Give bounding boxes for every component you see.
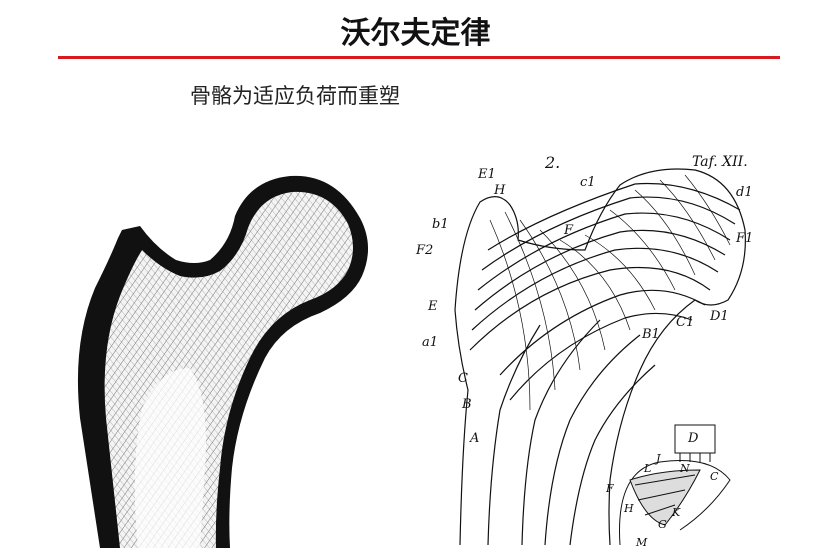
- label-a1: a1: [422, 335, 438, 350]
- inset-label-M: M: [635, 536, 648, 549]
- inset-label-F: F: [605, 482, 614, 495]
- plate-label: Taf. XII.: [692, 154, 748, 170]
- inset-label-D: D: [687, 431, 699, 446]
- label-F1: F1: [735, 231, 753, 246]
- label-B1: B1: [641, 327, 660, 342]
- label-B: B: [461, 397, 472, 412]
- trajectory-diagram: 2. Taf. XII. E1 H c1 d1 b1 F2 F F1 E a1 …: [415, 153, 753, 549]
- inset-label-K: K: [671, 506, 681, 519]
- figure-number-label: 2.: [544, 153, 560, 172]
- inset-label-C: C: [710, 470, 719, 483]
- inset-label-N: N: [679, 462, 690, 475]
- title-divider: [58, 56, 780, 59]
- label-F: F: [563, 223, 574, 238]
- inset-label-H: H: [623, 502, 634, 515]
- slide-subtitle: 骨骼为适应负荷而重塑: [190, 84, 400, 108]
- inset-label-J: J: [654, 452, 661, 465]
- label-E: E: [427, 299, 438, 314]
- label-F2: F2: [415, 243, 433, 258]
- label-c1: c1: [580, 175, 596, 190]
- label-D1: D1: [709, 309, 729, 324]
- inset-label-G: G: [658, 518, 667, 531]
- inset-label-L: L: [643, 462, 651, 475]
- femur-section-photo: [77, 175, 369, 548]
- label-H: H: [493, 183, 506, 198]
- label-d1: d1: [736, 185, 753, 200]
- label-A: A: [469, 431, 479, 446]
- label-C: C: [458, 371, 468, 386]
- label-b1: b1: [432, 217, 449, 232]
- label-E1: E1: [477, 167, 496, 182]
- slide-title: 沃尔夫定律: [340, 16, 491, 51]
- label-C1: C1: [676, 315, 694, 330]
